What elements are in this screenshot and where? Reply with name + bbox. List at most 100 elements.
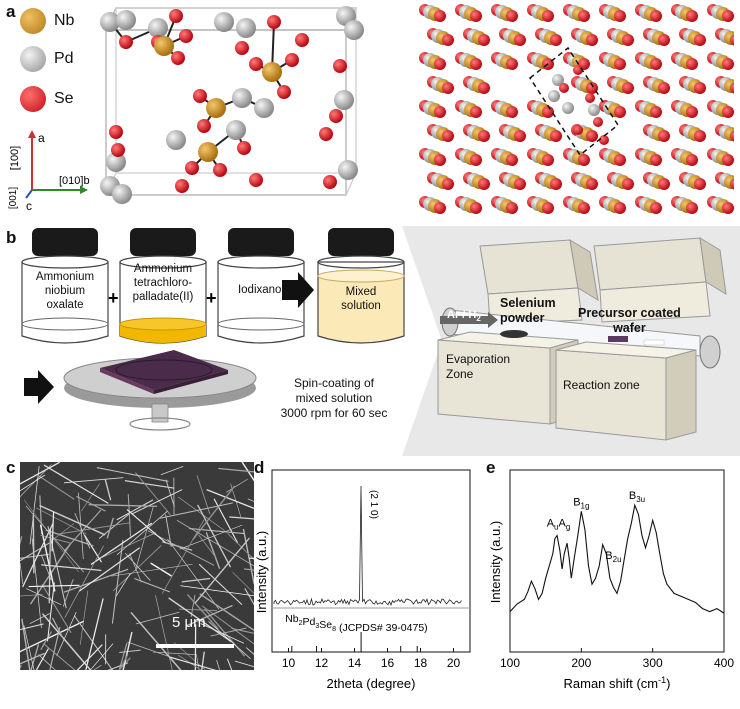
nanowire [169, 656, 217, 670]
nanowire [218, 467, 254, 473]
nanowire [162, 541, 193, 551]
nanowire [43, 643, 76, 670]
nanowire [168, 597, 232, 642]
pd-atom-icon [20, 46, 46, 72]
se-atom [442, 82, 454, 94]
nanowire [232, 572, 254, 594]
legend-label: Se [54, 90, 74, 107]
se-atom-icon [20, 86, 46, 112]
scale-bar-label: 5 μm [172, 614, 206, 631]
nanowire [122, 631, 133, 670]
nanowire [161, 519, 205, 594]
nanowire [174, 642, 206, 670]
se-atom [235, 41, 249, 55]
nanowire [111, 563, 193, 577]
legend-item-pd: Pd [20, 46, 74, 72]
vial-label-2: Ammonium tetrachloro- palladate(II) [132, 263, 194, 303]
reference-label: Nb2Pd3Se8 (JCPDS# 39-0475) [285, 613, 427, 634]
nanowire [118, 654, 129, 670]
nanowire [47, 526, 67, 609]
se-atom [686, 202, 698, 214]
nanowire [25, 505, 84, 573]
nanowire [190, 594, 196, 618]
nb-atom [262, 62, 282, 82]
nanowire [20, 562, 24, 584]
vial-mixed-solution [317, 228, 405, 344]
se-atom [730, 178, 734, 190]
nanowire [111, 539, 124, 624]
nanowire [51, 511, 55, 552]
nanowire [242, 528, 254, 584]
nanowire [20, 464, 52, 498]
se-atom [478, 178, 490, 190]
se-atom [514, 178, 526, 190]
nanowire [246, 647, 254, 655]
se-atom [295, 33, 309, 47]
axis-b-label: [010]b [59, 175, 90, 187]
se-atom [329, 109, 343, 123]
nanowire [179, 524, 243, 550]
nanowire [115, 573, 131, 597]
raman-spectrum [509, 503, 725, 614]
se-atom [197, 119, 211, 133]
nanowire [198, 564, 243, 605]
pd-atom [214, 12, 234, 32]
nanowire [23, 499, 79, 573]
pd-atom [106, 152, 126, 172]
se-atom [614, 154, 626, 166]
pd-atom [148, 18, 168, 38]
nanowire [202, 605, 254, 645]
se-atom [550, 178, 562, 190]
nanowire [39, 524, 56, 592]
se-atom [586, 34, 598, 46]
nanowire [99, 513, 130, 539]
x-tick-label: 14 [348, 656, 362, 670]
nanowire [241, 462, 254, 482]
pd-atom [116, 10, 136, 30]
se-atom [434, 154, 446, 166]
nanowire [199, 593, 254, 632]
axis-a-label: a [38, 131, 45, 145]
pd-atom [166, 130, 186, 150]
nanowire [119, 649, 141, 653]
nanowire [216, 660, 221, 670]
y-axis-label: Intensity (a.u.) [254, 531, 269, 613]
se-atom [650, 10, 662, 22]
se-atom [614, 106, 626, 118]
nanowire [76, 644, 103, 670]
nanowire [165, 479, 175, 507]
se-atom [434, 106, 446, 118]
nanowire [226, 478, 248, 493]
nanowire [176, 520, 254, 567]
se-atom [434, 58, 446, 70]
nanowire [205, 532, 221, 569]
se-atom [694, 82, 706, 94]
reaction-zone-label: Reaction zone [563, 378, 640, 392]
se-atom [506, 58, 518, 70]
se-atom [442, 178, 454, 190]
se-atom [622, 34, 634, 46]
vial-ammonium-niobium-oxalate [21, 228, 109, 344]
nanowire [116, 510, 168, 555]
se-atom [506, 154, 518, 166]
vial-label-4: Mixed solution [341, 286, 381, 312]
se-atom [730, 82, 734, 94]
nanowire [206, 489, 254, 510]
pd-atom [552, 74, 564, 86]
nanowire [74, 512, 91, 549]
nanowire [20, 542, 50, 562]
spin-coating-text: Spin-coating of mixed solution 3000 rpm … [280, 376, 388, 420]
se-atom [586, 178, 598, 190]
nanowire [135, 611, 180, 625]
nanowire [26, 588, 62, 605]
nanowire [56, 611, 77, 657]
nanowire [20, 474, 46, 492]
nanowire [178, 496, 225, 531]
x-tick-label: 20 [447, 656, 461, 670]
x-axis-label: Raman shift (cm-1) [564, 675, 671, 691]
nanowire [135, 506, 154, 571]
pd-atom [254, 98, 274, 118]
panel-a-label: a [6, 2, 16, 21]
se-atom [573, 125, 583, 135]
nanowire [150, 562, 172, 577]
